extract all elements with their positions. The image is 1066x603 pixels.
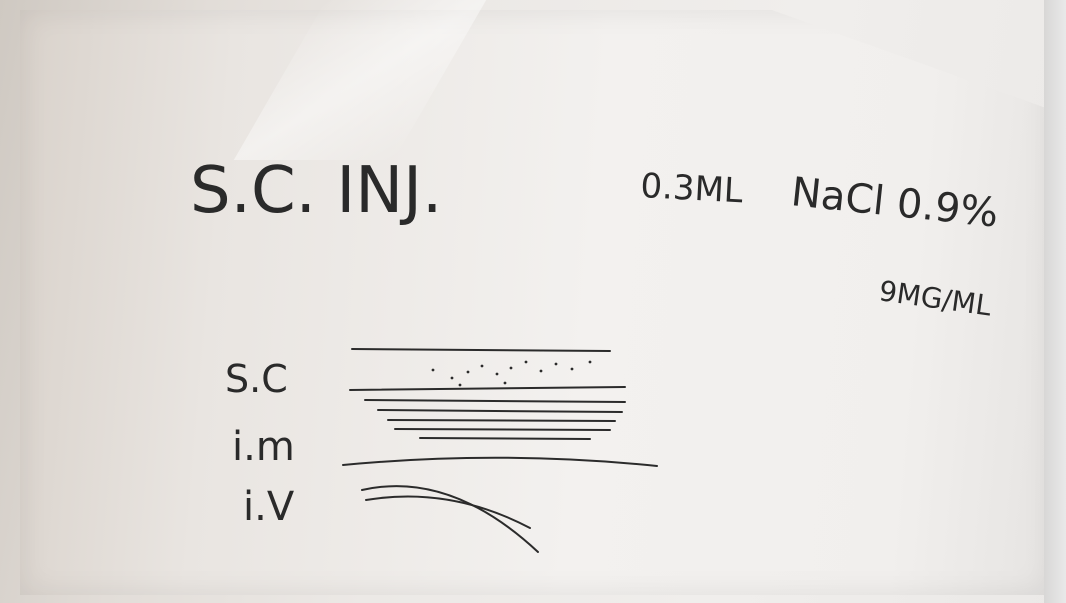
skin-layers-diagram	[342, 348, 658, 553]
muscle-line-2	[377, 409, 623, 413]
dose-text: 0.3ML	[640, 166, 744, 211]
title-sc-inj: S.C. INJ.	[190, 154, 442, 228]
vein-line-1	[361, 485, 539, 553]
skin-top-line	[351, 348, 611, 352]
label-sc: S.C	[225, 357, 288, 401]
muscle-line-5	[419, 437, 591, 440]
label-iv: i.V	[243, 484, 295, 530]
subcutaneous-dots	[431, 360, 592, 387]
label-im: i.m	[232, 424, 295, 470]
whiteboard-surface	[20, 10, 1050, 595]
muscle-bottom-line	[342, 456, 658, 467]
solution-text: NaCl 0.9%	[789, 169, 1000, 236]
concentration-text: 9MG/ML	[877, 274, 994, 322]
muscle-line-1	[364, 399, 626, 403]
board-frame-edge	[1044, 0, 1066, 603]
muscle-line-3	[387, 419, 616, 422]
vein-line-2	[365, 495, 531, 529]
subcut-bottom-line	[349, 386, 626, 391]
muscle-line-4	[394, 428, 611, 431]
